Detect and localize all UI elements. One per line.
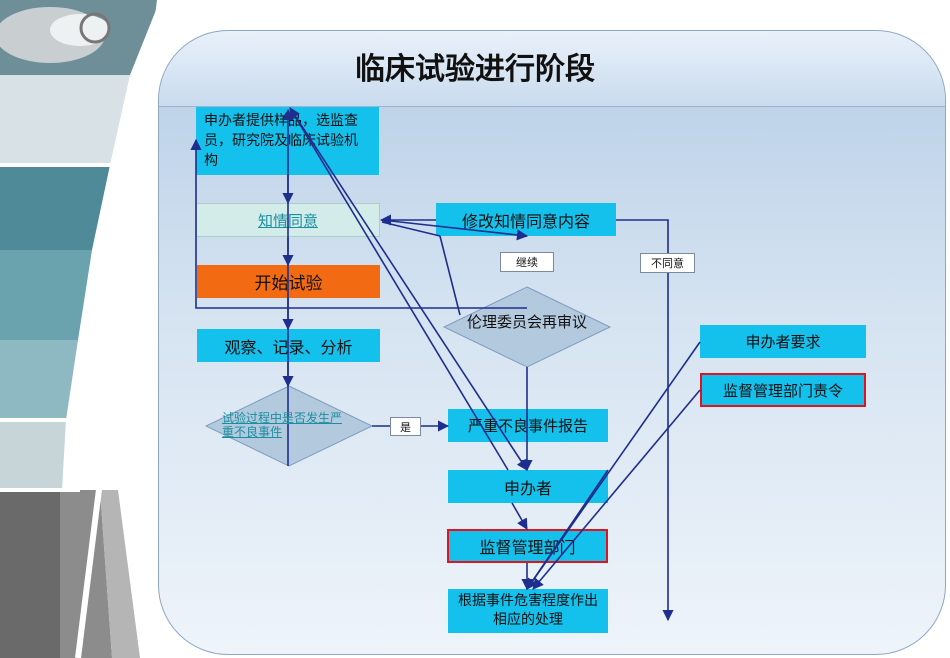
sponsor-request-text: 申办者要求 bbox=[745, 333, 821, 351]
sae-report-text: 严重不良事件报告 bbox=[467, 417, 588, 435]
consent-to-revise bbox=[381, 219, 529, 241]
sponsor-text: 申办者 bbox=[503, 478, 552, 498]
diag-from-sponsor bbox=[289, 107, 509, 471]
adverse-question-diamond bbox=[204, 385, 374, 467]
ethics-review-text: 伦理委员会再审议 bbox=[466, 313, 587, 331]
sponsor-to-handle bbox=[526, 469, 609, 590]
page-title: 临床试验进行阶段 bbox=[355, 52, 595, 87]
diag-to-sponsor bbox=[289, 107, 528, 471]
sponsor-request-box: 申办者要求 bbox=[700, 325, 866, 358]
panel-header bbox=[159, 31, 945, 107]
sponsor-box: 申办者 bbox=[448, 470, 608, 503]
feedback-loop bbox=[190, 138, 527, 309]
adverse-question-text: 试验过程中是否发生严重不良事件 bbox=[222, 411, 343, 439]
supervision-order-text: 监督管理部门责令 bbox=[722, 381, 843, 400]
disagree-path bbox=[616, 219, 674, 622]
sponsor-to-supervision bbox=[511, 502, 528, 530]
revise-consent-text: 修改知情同意内容 bbox=[461, 211, 590, 231]
handle-text: 根据事件危害程度作出相应的处理 bbox=[458, 593, 598, 628]
yes-label: 是 bbox=[390, 417, 421, 436]
ethics-continue-up bbox=[439, 235, 461, 316]
handle-box: 根据事件危害程度作出相应的处理 bbox=[448, 589, 608, 633]
sae-report-box: 严重不良事件报告 bbox=[448, 409, 608, 442]
supervision-order-box: 监督管理部门责令 bbox=[700, 373, 866, 407]
continue-label: 继续 bbox=[500, 252, 554, 272]
sponsor-provides-text: 申办者提供样品，选监查员，研究院及临床试验机构 bbox=[204, 113, 358, 169]
continue-to-consent bbox=[381, 221, 441, 237]
disagree-label: 不同意 bbox=[640, 253, 695, 273]
order-to-handle bbox=[532, 389, 701, 590]
